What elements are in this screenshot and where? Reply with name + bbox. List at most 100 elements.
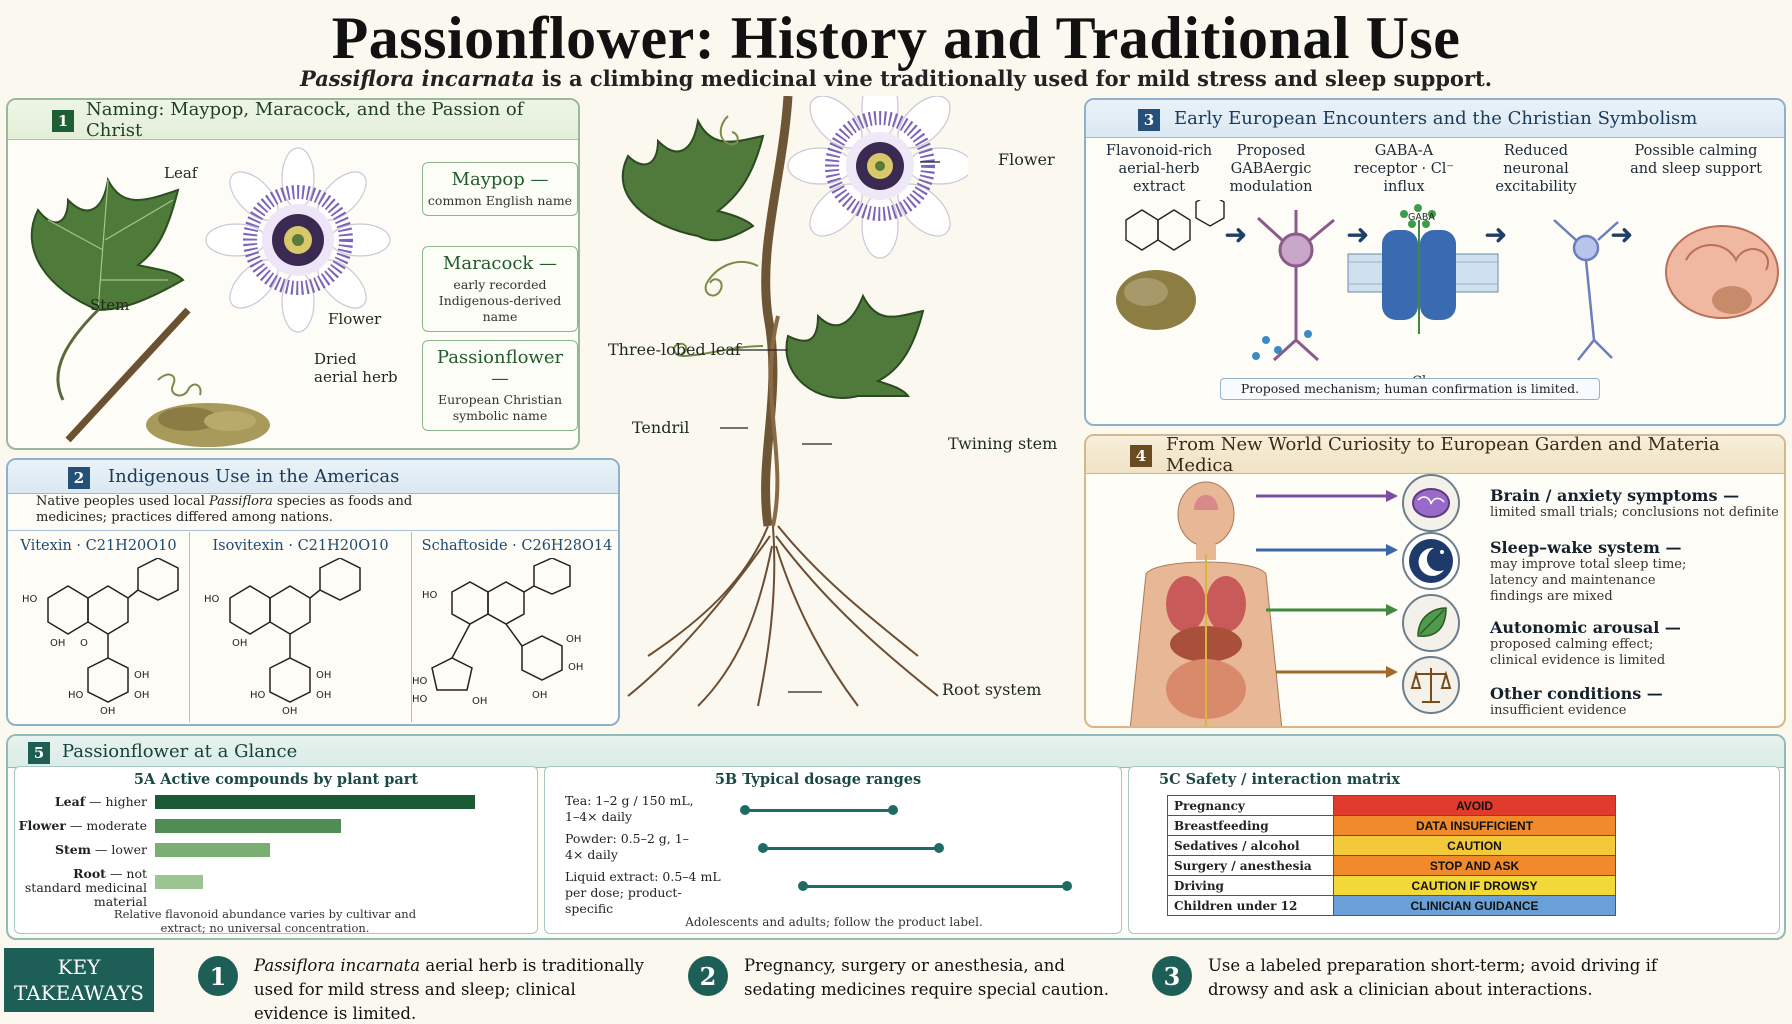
effect-other: Other conditions — insufficient evidence: [1490, 684, 1663, 718]
dose-range-tea: [740, 805, 898, 815]
panel-materia-medica-header: 4 From New World Curiosity to European G…: [1086, 436, 1784, 476]
svg-text:OH: OH: [532, 690, 547, 701]
panel-naming-header: 1 Naming: Maypop, Maracock, and the Pass…: [8, 100, 578, 141]
takeaway-3: Use a labeled preparation short-term; av…: [1208, 956, 1657, 999]
plant-label-leaf: Three-lobed leaf: [608, 340, 741, 359]
bar-label-stem: Stem — lower: [54, 842, 147, 857]
effect-sleep: Sleep–wake system — may improve total sl…: [1490, 538, 1687, 604]
label-leaf: Leaf: [164, 164, 198, 182]
svg-text:OH: OH: [568, 662, 583, 673]
svg-text:HO: HO: [412, 694, 428, 705]
svg-text:OH: OH: [566, 634, 581, 645]
bar-label-root: Root — not standard medicinal material: [24, 866, 147, 909]
takeaway-number-1: 1: [198, 956, 238, 996]
bar-stem: [155, 843, 271, 857]
panel-mechanism: 3 Early European Encounters and the Chri…: [1084, 98, 1786, 426]
mechanism-step-1: Flavonoid-rich aerial-herb extract: [1105, 143, 1213, 195]
svg-text:OH: OH: [134, 690, 149, 701]
brain-icon: [1402, 474, 1460, 532]
effect-brain: Brain / anxiety symptoms — limited small…: [1490, 486, 1779, 520]
section-5a-note: Relative flavonoid abundance varies by c…: [113, 907, 417, 935]
section-5a-compounds: 5A Active compounds by plant part Leaf —…: [14, 766, 539, 935]
passionflower-plant-illustration: [621, 96, 968, 707]
bar-leaf: [155, 795, 475, 809]
takeaway-number-2: 2: [688, 956, 728, 996]
svg-text:HO: HO: [412, 676, 428, 687]
svg-text:OH: OH: [552, 558, 567, 559]
mechanism-step-2: Proposed GABAergic modulation: [1229, 143, 1313, 195]
bar-label-flower: Flower — moderate: [18, 818, 147, 833]
dose-label-liquid: Liquid extract: 0.5–4 mL per dose; produ…: [565, 869, 721, 916]
gaba-label: GABA: [1408, 212, 1435, 223]
arrow-icon-2: ➜: [1346, 218, 1370, 251]
dose-range-powder: [758, 843, 944, 853]
svg-text:OH: OH: [472, 696, 487, 707]
panel-materia-medica: 4 From New World Curiosity to European G…: [1084, 434, 1786, 728]
scales-icon: [1402, 656, 1460, 714]
svg-text:OH: OH: [340, 558, 355, 559]
section-5b-note: Adolescents and adults; follow the produ…: [685, 915, 983, 929]
svg-text:O: O: [80, 638, 88, 649]
schaftoside-structure: HO OH OH OH HO HO OH OH: [412, 558, 583, 707]
panel-glance-header: 5 Passionflower at a Glance: [8, 736, 1784, 768]
dose-label-tea: Tea: 1–2 g / 150 mL, 1–4× daily: [565, 793, 694, 824]
svg-text:OH: OH: [282, 706, 297, 717]
svg-text:OH: OH: [100, 706, 115, 717]
mechanism-step-5: Possible calming and sleep support: [1630, 143, 1762, 177]
bar-label-leaf: Leaf — higher: [54, 794, 147, 809]
dose-range-liquid: [798, 881, 1072, 891]
bar-root: [155, 875, 203, 889]
svg-text:OH: OH: [158, 558, 173, 559]
mechanism-caption: Proposed mechanism; human confirmation i…: [1220, 378, 1600, 400]
label-dried-herb: Dried aerial herb: [314, 350, 398, 386]
key-takeaways-label: KEY TAKEAWAYS: [4, 948, 154, 1012]
name-box-passionflower: Passionflower — European Christian symbo…: [422, 340, 578, 431]
takeaway-2: Pregnancy, surgery or anesthesia, and se…: [744, 956, 1109, 999]
svg-text:HO: HO: [250, 690, 266, 701]
panel-mechanism-header: 3 Early European Encounters and the Chri…: [1086, 100, 1784, 138]
takeaway-1: Passiflora incarnata aerial herb is trad…: [254, 956, 644, 1023]
svg-text:HO: HO: [204, 594, 220, 605]
compound-bar-chart: Leaf — higher Flower — moderate Stem — l…: [15, 793, 539, 909]
dose-label-powder: Powder: 0.5–2 g, 1–4× daily: [565, 831, 689, 862]
section-5c-safety: 5C Safety / interaction matrix Pregnancy…: [1128, 766, 1780, 934]
plant-label-root: Root system: [942, 680, 1042, 699]
panel-indigenous-use: 2 Indigenous Use in the Americas Native …: [6, 458, 620, 726]
label-flower: Flower: [328, 310, 382, 328]
moon-icon: [1402, 532, 1460, 590]
plant-label-tendril: Tendril: [632, 418, 690, 437]
name-box-maracock: Maracock — early recorded Indigenous-der…: [422, 246, 578, 332]
label-stem: Stem: [90, 296, 130, 314]
leaf-icon: [1402, 594, 1460, 652]
page-subtitle: Passiflora incarnata is a climbing medic…: [299, 66, 1493, 91]
svg-text:HO: HO: [422, 590, 438, 601]
effect-autonomic: Autonomic arousal — proposed calming eff…: [1490, 618, 1681, 668]
svg-text:OH: OH: [134, 670, 149, 681]
arrow-icon-4: ➜: [1610, 218, 1634, 251]
takeaway-number-3: 3: [1152, 956, 1192, 996]
svg-text:OH: OH: [316, 690, 331, 701]
svg-text:OH: OH: [50, 638, 65, 649]
leaf-illustration: [30, 147, 391, 447]
panel-indigenous-header: 2 Indigenous Use in the Americas: [8, 460, 618, 494]
svg-text:HO: HO: [68, 690, 84, 701]
mechanism-step-4: Reduced neuronal excitability: [1495, 143, 1577, 195]
mechanism-illustration: [1116, 200, 1779, 362]
arrow-icon-1: ➜: [1224, 218, 1248, 251]
page-title: Passionflower: History and Traditional U…: [331, 5, 1461, 71]
svg-text:HO: HO: [22, 594, 38, 605]
panel-at-a-glance: 5 Passionflower at a Glance 5A Active co…: [6, 734, 1786, 940]
effect-arrows: [1256, 490, 1398, 678]
arrow-icon-3: ➜: [1484, 218, 1508, 251]
